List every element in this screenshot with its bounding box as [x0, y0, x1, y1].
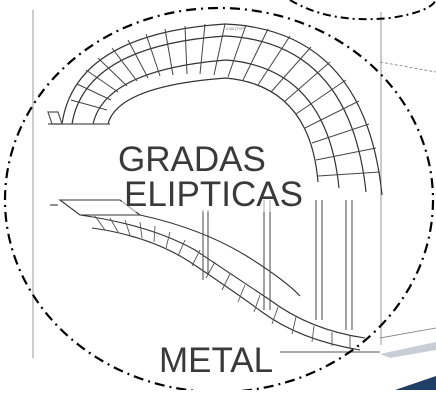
callout-lines [379, 61, 436, 339]
material-label: METAL [157, 341, 276, 380]
plan-dimension-note: 2.65 (TYP) [226, 26, 246, 31]
adjacent-circle-arc [289, 0, 436, 21]
magnifier-circle [3, 6, 435, 394]
title-line-2: ELIPTICAS [122, 175, 305, 214]
stair-elevation-view [50, 199, 380, 353]
stair-plan-view [47, 23, 383, 196]
corner-panel [395, 376, 436, 390]
title-line-1: GRADAS [116, 140, 268, 179]
corner-panel-light [380, 342, 436, 358]
